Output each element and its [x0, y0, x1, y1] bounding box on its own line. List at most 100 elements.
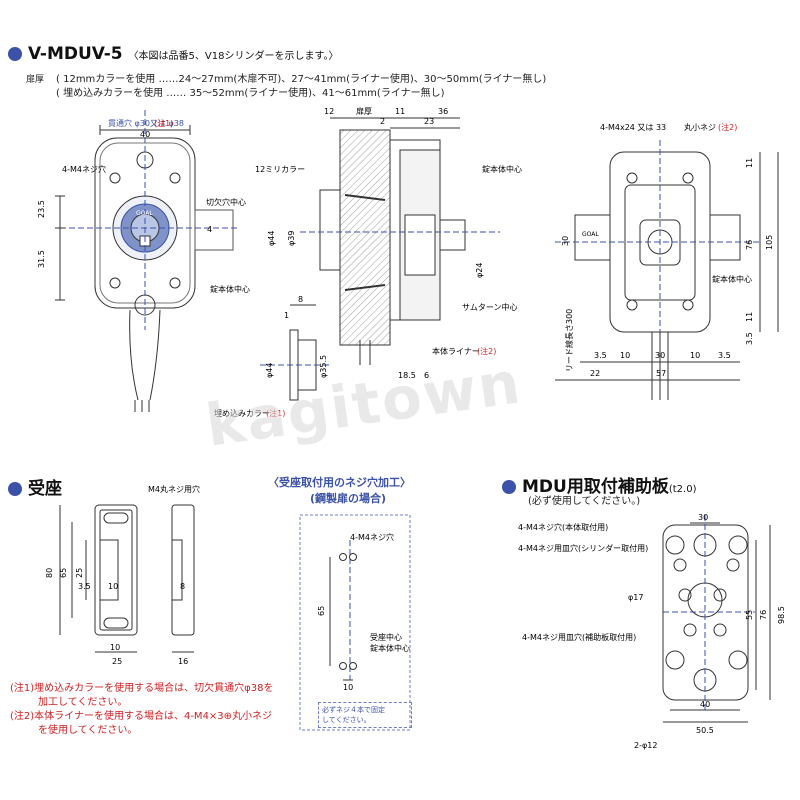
collar-label: 埋め込みカラー	[214, 408, 270, 418]
plate-dim-76: 76	[759, 610, 768, 620]
side-dia-39: φ39	[287, 231, 296, 246]
plate-label-3: 4-M4ネジ用皿穴(補助板取付用)	[522, 632, 636, 642]
receiver-dim-65: 65	[59, 568, 68, 578]
back-body-center: 錠本体中心	[712, 274, 752, 284]
receiver-dim-16: 16	[178, 657, 188, 666]
hole-note-ref: (注1)	[154, 118, 173, 128]
back-dim-11-top: 11	[745, 158, 754, 168]
tap-title: 〈受座取付用のネジ穴加工〉	[268, 476, 411, 489]
note-1a: (注1)埋め込みカラーを使用する場合は、切欠貫通穴φ38を	[10, 683, 274, 694]
plate-label-2: 4-M4ネジ用皿穴(シリンダー取付用)	[518, 543, 648, 553]
side-view	[300, 117, 500, 365]
footnotes: (注1)埋め込みカラーを使用する場合は、切欠貫通穴φ38を 加工してください。 …	[10, 682, 274, 738]
collar-dim-8: 8	[298, 295, 303, 304]
model-note: 〈本図は品番5、V18シリンダーを示します。〉	[128, 51, 339, 62]
front-dim-small: 4	[207, 225, 212, 234]
side-dim-36: 36	[438, 107, 448, 116]
plate-dim-2-dia: 2-φ12	[634, 741, 657, 750]
back-dim-b1: 10	[620, 351, 630, 360]
receiver-title: 受座	[8, 474, 62, 499]
back-brand: GOAL	[582, 231, 599, 238]
back-dim-3-5-r: 3.5	[745, 332, 754, 345]
back-dim-b4: 3.5	[718, 351, 731, 360]
back-screw-kind: 丸小ネジ	[684, 122, 716, 132]
plate-dim-50-5: 50.5	[696, 726, 714, 735]
side-liner-ref: (注2)	[477, 346, 496, 356]
back-dim-b0: 3.5	[594, 351, 607, 360]
back-screw-note: 4-M4x24 又は 33	[600, 123, 666, 132]
door-section	[339, 129, 391, 346]
tap-drawing	[299, 514, 411, 731]
back-lead-length: リード線長さ300	[564, 309, 574, 372]
receiver-dim-3-5: 3.5	[78, 582, 91, 591]
back-dim-30: 30	[561, 236, 570, 246]
plate-label-1: 4-M4ネジ穴(本体取付用)	[518, 522, 608, 532]
tap-subtitle: (鋼製扉の場合)	[310, 492, 387, 505]
tap-screw-label: 4-M4ネジ穴	[350, 532, 394, 542]
door-row-2: ( 埋め込みカラーを使用 …… 35～52mm(ライナー使用)、41～61mm(…	[56, 88, 445, 99]
side-dia-24: φ24	[475, 263, 484, 278]
front-brand: GOAL	[136, 210, 153, 217]
front-dim-upper: 23.5	[37, 200, 46, 218]
receiver-dim-25v: 25	[75, 568, 84, 578]
plate-dim-55: 55	[745, 610, 754, 620]
back-dim-22: 22	[590, 369, 600, 378]
collar-dia-44: φ44	[265, 363, 274, 378]
tap-body-center: 錠本体中心	[370, 643, 410, 653]
side-dim-18-5: 18.5	[398, 371, 416, 380]
side-dim-23: 23	[424, 117, 434, 126]
side-dim-12: 12	[324, 107, 334, 116]
back-dim-11-bot: 11	[745, 312, 754, 322]
embed-collar	[260, 304, 330, 401]
note-2a: (注2)本体ライナーを使用する場合は、4-M4×3	[10, 711, 224, 722]
receiver-dim-80: 80	[45, 568, 54, 578]
front-dim-width: 40	[140, 130, 150, 139]
bullet-icon	[8, 482, 22, 496]
plate-dim-40: 40	[700, 700, 710, 709]
receiver-dim-25-b: 25	[112, 657, 122, 666]
screw-hole	[109, 172, 121, 184]
side-dim-6: 6	[424, 371, 429, 380]
side-collar-label: 12ミリカラー	[255, 165, 305, 174]
plate-dim-98-5: 98.5	[777, 606, 786, 624]
side-liner-label: 本体ライナー	[432, 346, 480, 356]
hole-note-text: 貫通穴 φ30又は φ38	[108, 118, 184, 128]
side-thumbturn-center: サムターン中心	[462, 302, 517, 312]
door-row-1: ( 12mmカラーを使用 ……24～27mm(木扉不可)、27～41mm(ライナ…	[56, 74, 547, 85]
front-dim-lower: 31.5	[37, 250, 46, 268]
collar-12mm	[319, 189, 341, 271]
side-dia-44: φ44	[267, 231, 276, 246]
door-thickness-label: 扉厚	[26, 75, 45, 85]
side-dim-11: 11	[395, 107, 405, 116]
collar-dia-35-5: φ35.5	[319, 355, 328, 378]
back-dim-b2: 30	[655, 351, 665, 360]
front-screw-label: 4-M4ネジ穴	[62, 164, 106, 174]
collar-dim-1: 1	[284, 311, 289, 320]
cutout-center-label: 切欠穴中心	[206, 197, 246, 207]
bullet-icon	[502, 480, 516, 494]
plate-title: MDU用取付補助板(t2.0)	[502, 472, 696, 497]
plate-dia-17: φ17	[628, 593, 643, 602]
plus-circle-icon: ⊕	[223, 711, 233, 722]
front-body-center: 錠本体中心	[210, 284, 250, 294]
back-dim-76: 76	[745, 240, 754, 250]
plate-drawing	[662, 515, 771, 723]
tap-dim-65: 65	[317, 606, 326, 616]
receiver-dim-8: 8	[180, 582, 185, 591]
tap-dim-10: 10	[343, 683, 353, 692]
back-view	[555, 140, 779, 400]
bullet-icon	[8, 47, 22, 61]
back-dim-105: 105	[765, 235, 774, 250]
note-1b: 加工してください。	[38, 697, 128, 708]
note-2b: 丸小ネジ	[232, 711, 273, 722]
side-body-center: 錠本体中心	[482, 164, 522, 174]
receiver-dim-10: 10	[108, 582, 118, 591]
tap-receiver-center: 受座中心	[370, 632, 402, 642]
back-screw-ref: (注2)	[718, 122, 737, 132]
receiver-dim-10-b: 10	[110, 643, 120, 652]
tap-fix-note: 必ずネジ４本で固定してください。	[318, 702, 412, 728]
plate-subtitle: (必ず使用してください。)	[528, 496, 641, 507]
note-2c: を使用してください。	[38, 725, 138, 736]
collar-ref: (注1)	[266, 408, 285, 418]
